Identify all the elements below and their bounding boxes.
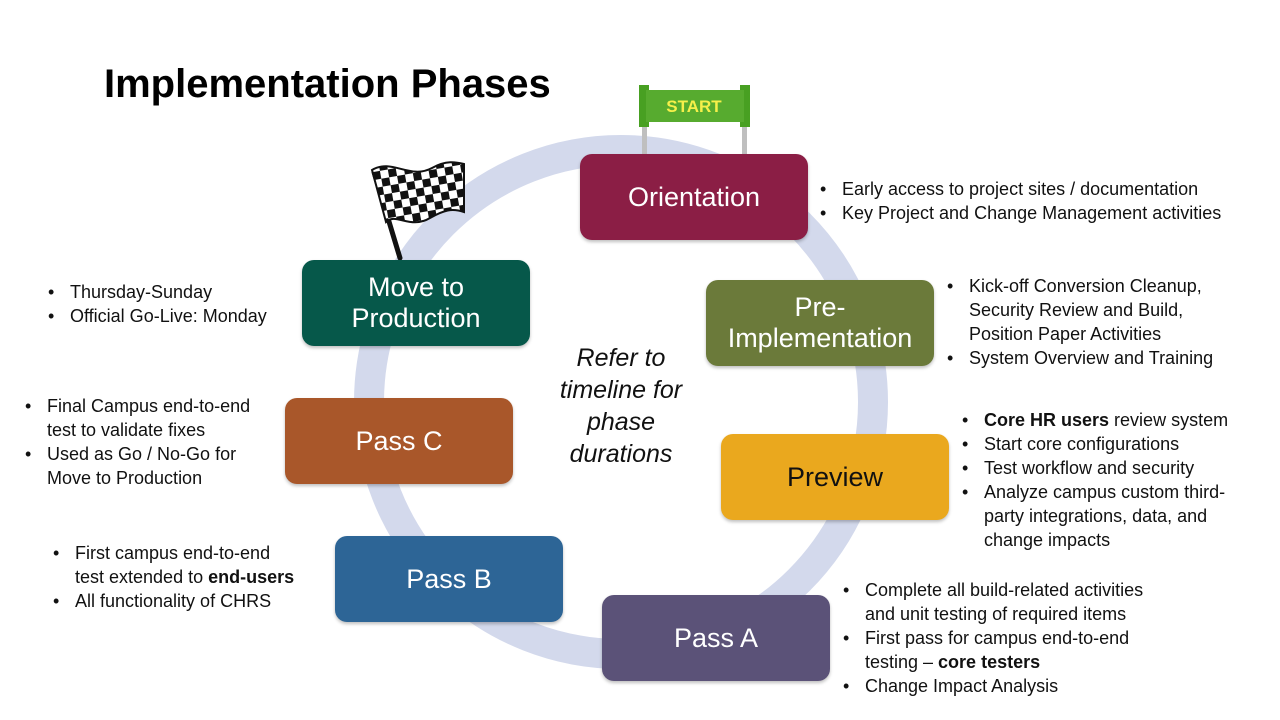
list-item: Change Impact Analysis [841,674,1261,698]
checkered-flag-icon [370,161,465,260]
pass-c-notes: Final Campus end-to-end test to validate… [23,394,285,490]
list-item-line: testing – core testers [865,650,1261,674]
move-to-production-label-line1: Move to [367,272,465,302]
pass-b-notes: First campus end-to-end test extended to… [51,541,341,613]
list-item-text: testing – [865,652,939,672]
list-item-line: First pass for campus end-to-end [865,628,1130,648]
pass-b-box: Pass B [335,536,563,622]
list-item-line: Complete all build-related activities [865,580,1144,600]
list-item-line: First campus end-to-end [75,543,271,563]
center-note-line: Refer to [576,344,666,372]
list-item: Official Go-Live: Monday [46,304,302,328]
center-note-line: phase [586,408,656,436]
list-item: Used as Go / No-Go for Move to Productio… [23,442,285,490]
list-item: Analyze campus custom third- party integ… [960,480,1278,552]
list-item-line: Move to Production [47,468,203,488]
start-sign-icon: START [639,85,750,158]
list-item: Complete all build-related activities an… [841,578,1261,626]
list-item-line: party integrations, data, and [984,506,1208,526]
list-item-line: test to validate fixes [47,420,206,440]
list-item-line: change impacts [984,530,1111,550]
pass-c-label: Pass C [355,425,443,456]
move-to-production-box: Move to Production [302,260,530,346]
list-item-line: test extended to end-users [75,565,341,589]
orientation-notes: Early access to project sites / document… [818,177,1278,225]
pre-implementation-notes: Kick-off Conversion Cleanup, Security Re… [945,274,1275,370]
move-to-production-notes: Thursday-Sunday Official Go-Live: Monday [46,280,302,328]
list-item-bold: core testers [938,652,1041,672]
list-item-line: Position Paper Activities [969,324,1162,344]
list-item: First pass for campus end-to-end testing… [841,626,1261,674]
pass-a-box: Pass A [602,595,830,681]
orientation-label: Orientation [627,181,761,212]
list-item-bold: Core HR users [984,410,1110,430]
list-item: First campus end-to-end test extended to… [51,541,341,589]
list-item-bold: end-users [208,567,295,587]
center-note-line: durations [569,440,673,468]
list-item: Key Project and Change Management activi… [818,201,1278,225]
pre-implementation-label-line1: Pre- [794,292,846,322]
list-item: Kick-off Conversion Cleanup, Security Re… [945,274,1275,346]
list-item-text: review system [1109,410,1229,430]
list-item-line: Security Review and Build, [969,300,1184,320]
start-sign-label: START [666,97,722,116]
list-item-line: Used as Go / No-Go for [47,444,237,464]
list-item: Final Campus end-to-end test to validate… [23,394,285,442]
pre-implementation-box: Pre- Implementation [706,280,934,366]
list-item: Thursday-Sunday [46,280,302,304]
preview-notes: Core HR users review system Start core c… [960,408,1278,552]
center-note: Refer to timeline for phase durations [548,342,694,470]
pass-b-label: Pass B [406,563,492,594]
pre-implementation-label-line2: Implementation [727,323,913,353]
pass-a-label: Pass A [673,622,759,653]
list-item-line: and unit testing of required items [865,604,1127,624]
list-item-line: Analyze campus custom third- [984,482,1226,502]
list-item: Test workflow and security [960,456,1278,480]
orientation-box: Orientation [580,154,808,240]
page-title: Implementation Phases [104,62,551,106]
center-note-line: timeline for [559,376,683,404]
pass-c-box: Pass C [285,398,513,484]
list-item: Core HR users review system [960,408,1278,432]
list-item: Start core configurations [960,432,1278,456]
list-item: Early access to project sites / document… [818,177,1278,201]
preview-label: Preview [786,461,884,492]
list-item-line: Kick-off Conversion Cleanup, [969,276,1202,296]
list-item: System Overview and Training [945,346,1275,370]
move-to-production-label-line2: Production [351,303,481,333]
list-item-text: test extended to [75,567,209,587]
preview-box: Preview [721,434,949,520]
list-item-line: Final Campus end-to-end [47,396,251,416]
list-item: All functionality of CHRS [51,589,341,613]
pass-a-notes: Complete all build-related activities an… [841,578,1261,698]
